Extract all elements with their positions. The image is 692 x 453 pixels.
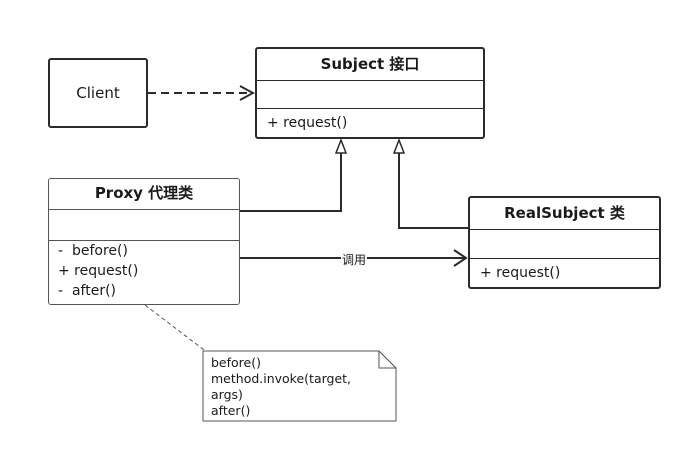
- subject-method: + request(): [267, 115, 348, 131]
- note-shape: [202, 350, 397, 422]
- dependency-arrowhead: [239, 85, 256, 101]
- real-subject-methods-section: + request(): [470, 258, 659, 283]
- note-text: before() method.invoke(target, args) aft…: [211, 355, 351, 419]
- proxy-methods-section: - before() + request() - after(): [49, 240, 239, 301]
- real-subject-title: RealSubject 类: [504, 204, 625, 222]
- proxy-method: + request(): [58, 263, 139, 279]
- note-fold: [378, 351, 396, 369]
- proxy-realization-line: [240, 153, 342, 212]
- subject-attributes-section: [257, 80, 483, 108]
- proxy-attributes-section: [49, 209, 239, 240]
- note-line: method.invoke(target,: [211, 371, 352, 386]
- proxy-title: Proxy 代理类: [94, 184, 194, 202]
- note-anchor-line: [144, 304, 213, 357]
- proxy-realization-arrowhead: [334, 137, 348, 154]
- real-subject-attributes-section: [470, 229, 659, 258]
- real-realization-arrowhead: [392, 137, 406, 154]
- note-line: args): [211, 387, 243, 402]
- proxy-method: - before(): [58, 243, 128, 259]
- real-subject-class-box: RealSubject 类 + request(): [468, 196, 661, 289]
- subject-title: Subject 接口: [320, 55, 420, 73]
- real-subject-method: + request(): [480, 265, 561, 281]
- note-line: before(): [211, 355, 261, 370]
- client-box: Client: [48, 58, 148, 128]
- subject-interface-box: Subject 接口 + request(): [255, 47, 485, 139]
- association-arrowhead: [453, 249, 468, 267]
- proxy-method: - after(): [58, 283, 116, 299]
- client-label: Client: [76, 84, 120, 102]
- real-realization-line: [398, 153, 468, 229]
- subject-methods-section: + request(): [257, 108, 483, 133]
- proxy-class-box: Proxy 代理类 - before() + request() - after…: [48, 178, 240, 305]
- association-label: 调用: [341, 251, 368, 268]
- note-line: after(): [211, 403, 251, 418]
